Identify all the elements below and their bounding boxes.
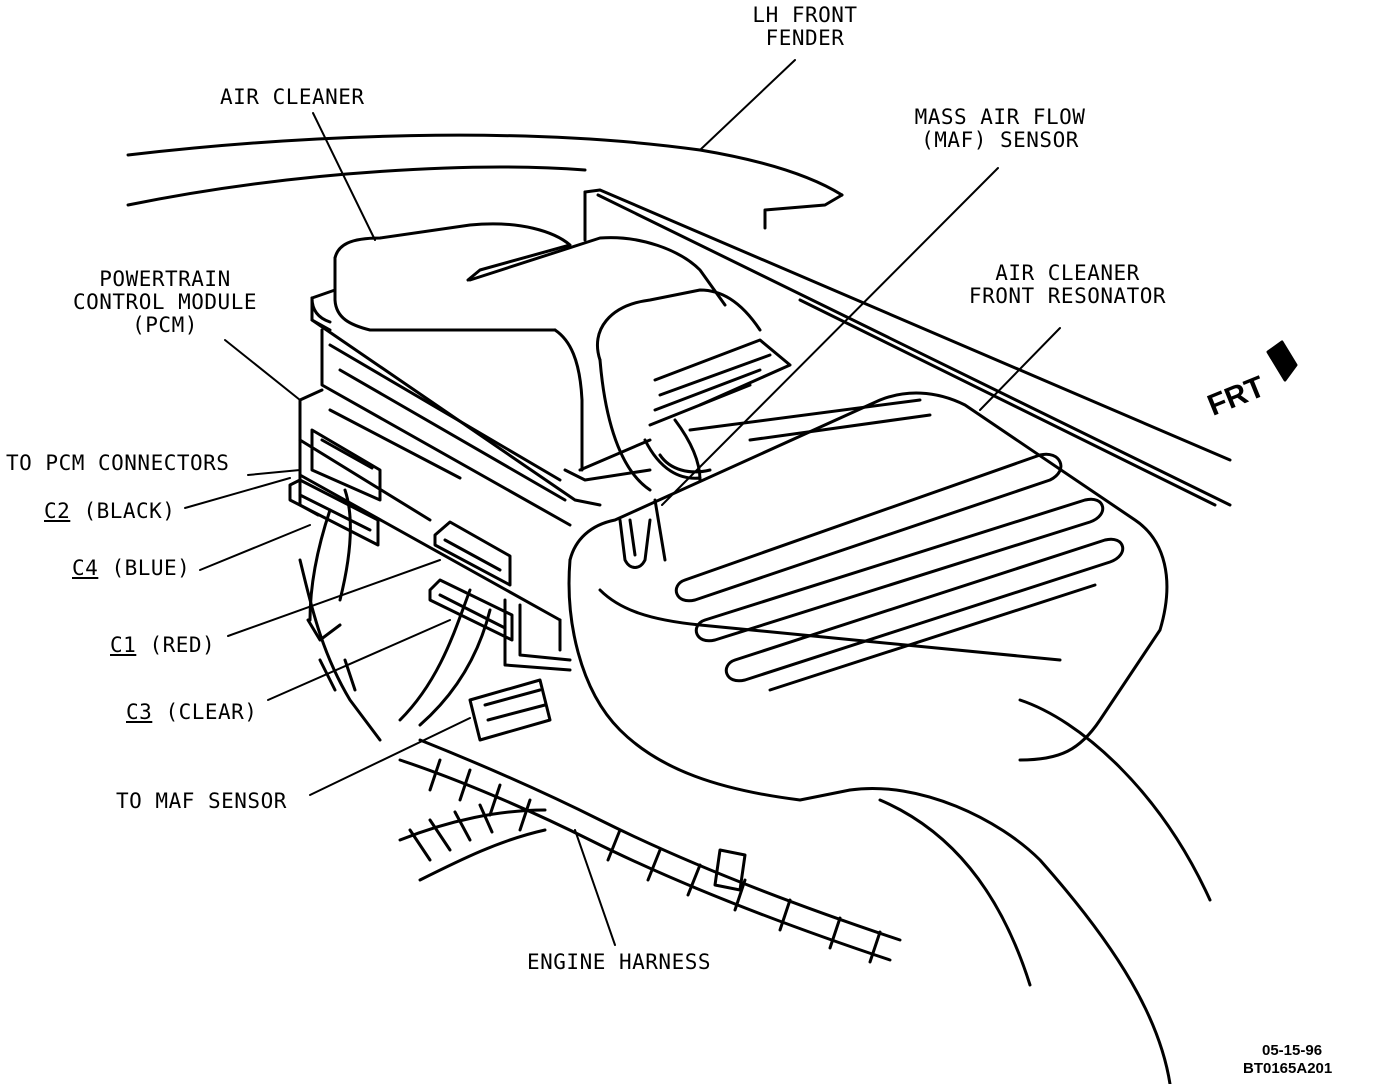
maf-tube (595, 288, 792, 492)
maf-sensor-line2: (MAF) SENSOR (921, 128, 1079, 152)
c2-label: C2 (BLACK) (44, 500, 175, 523)
pcm-line1: POWERTRAIN (99, 267, 231, 291)
footer-code: BT0165A201 (1243, 1060, 1333, 1077)
c4-code: C4 (72, 556, 99, 580)
front-arrow-icon (1266, 340, 1298, 382)
lh-front-fender-line1: LH FRONT (752, 3, 858, 27)
c3-code: C3 (126, 700, 153, 724)
lh-front-fender-label: LH FRONT FENDER (740, 4, 870, 50)
to-maf-sensor-label: TO MAF SENSOR (116, 789, 287, 813)
lh-front-fender-line2: FENDER (765, 26, 845, 50)
footer-date: 05-15-96 (1262, 1042, 1323, 1059)
air-cleaner-housing (310, 222, 727, 527)
resonator-label: AIR CLEANER FRONT RESONATOR (955, 262, 1180, 308)
c2-desc: (BLACK) (83, 499, 176, 523)
leader-lines (184, 59, 1061, 946)
c1-label: C1 (RED) (110, 634, 215, 657)
c1-desc: (RED) (149, 633, 216, 657)
c4-desc: (BLUE) (111, 556, 191, 580)
c3-label: C3 (CLEAR) (126, 701, 257, 724)
c4-label: C4 (BLUE) (72, 557, 190, 580)
maf-sensor-label: MASS AIR FLOW (MAF) SENSOR (905, 106, 1095, 152)
engine-harness-label: ENGINE HARNESS (527, 950, 712, 974)
fender-rail (583, 188, 1232, 507)
resonator-line1: AIR CLEANER (995, 261, 1140, 285)
resonator-line2: FRONT RESONATOR (968, 284, 1167, 308)
pcm-body (298, 388, 572, 672)
c1-code: C1 (110, 633, 137, 657)
engine-harness (298, 488, 902, 964)
fender-outline (126, 133, 844, 230)
to-pcm-connectors-label: TO PCM CONNECTORS (6, 451, 230, 475)
c2-code: C2 (44, 499, 71, 523)
c3-desc: (CLEAR) (165, 700, 258, 724)
air-cleaner-label: AIR CLEANER (220, 85, 365, 109)
pcm-label: POWERTRAIN CONTROL MODULE (PCM) (55, 268, 275, 337)
intake-duct (848, 698, 1212, 1084)
maf-sensor-line1: MASS AIR FLOW (914, 105, 1086, 129)
front-resonator (567, 391, 1169, 802)
pcm-line2: CONTROL MODULE (72, 290, 257, 314)
pcm-connectors (288, 428, 514, 642)
pcm-line3: (PCM) (132, 313, 198, 337)
